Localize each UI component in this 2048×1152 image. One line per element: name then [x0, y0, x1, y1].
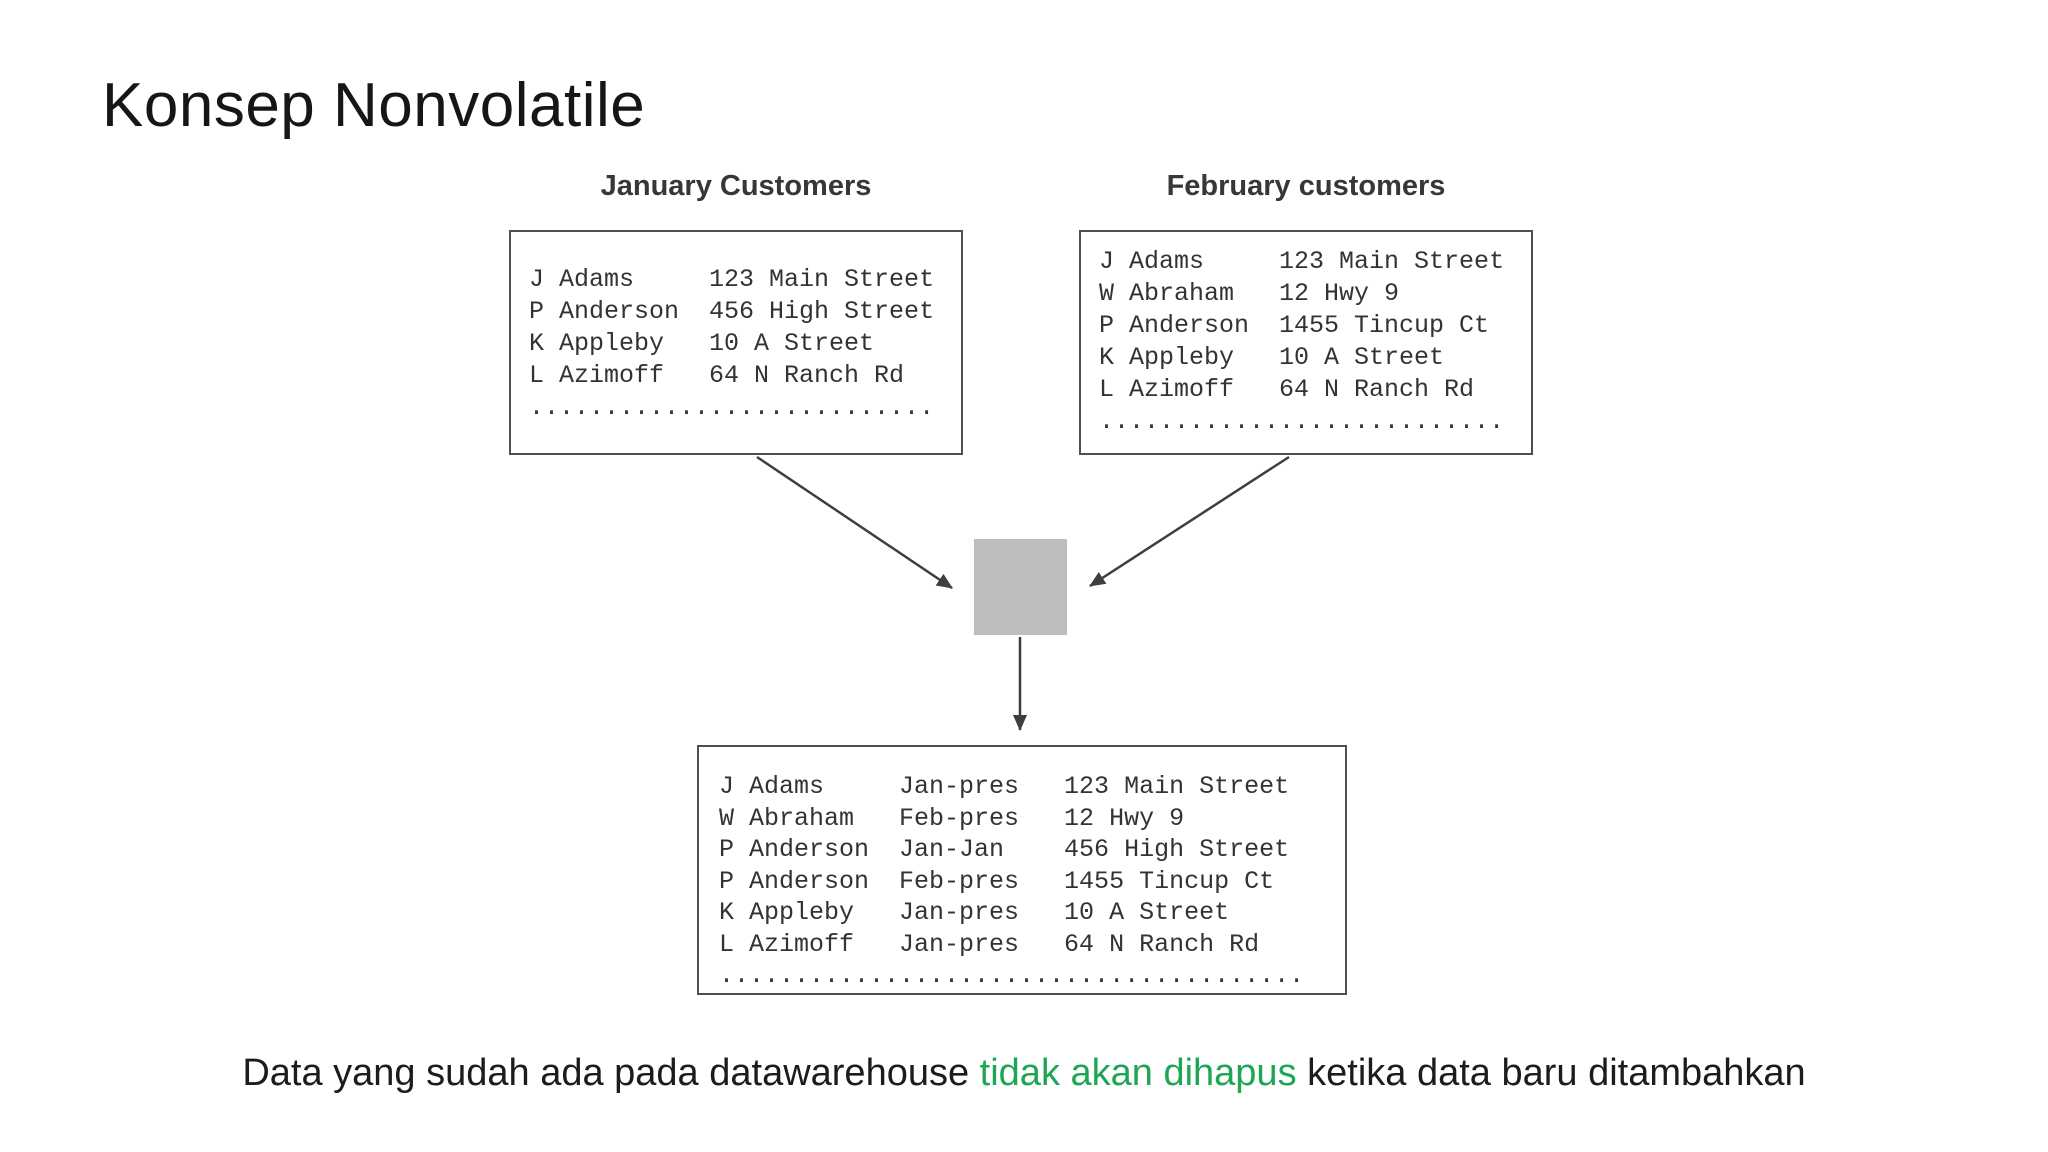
january-customers-box: J Adams 123 Main Street P Anderson 456 H…	[509, 230, 963, 455]
etl-process-square	[974, 539, 1067, 635]
february-customers-rows: J Adams 123 Main Street W Abraham 12 Hwy…	[1099, 247, 1505, 436]
warehouse-box: J Adams Jan-pres 123 Main Street W Abrah…	[697, 745, 1347, 995]
caption-highlight: tidak akan dihapus	[979, 1052, 1297, 1094]
arrow-february-to-square	[1089, 455, 1290, 588]
page-title: Konsep Nonvolatile	[102, 71, 646, 140]
february-box-label: February customers	[1166, 170, 1446, 202]
warehouse-rows: J Adams Jan-pres 123 Main Street W Abrah…	[719, 772, 1305, 990]
caption-before: Data yang sudah ada pada datawarehouse	[242, 1052, 980, 1094]
january-box-label: January Customers	[600, 170, 872, 202]
february-customers-box: J Adams 123 Main Street W Abraham 12 Hwy…	[1079, 230, 1533, 455]
january-customers-rows: J Adams 123 Main Street P Anderson 456 H…	[529, 265, 935, 422]
caption-after: ketika data baru ditambahkan	[1296, 1052, 1806, 1094]
caption: Data yang sudah ada pada datawarehouse t…	[0, 1052, 2048, 1095]
arrow-january-to-square	[756, 455, 953, 590]
